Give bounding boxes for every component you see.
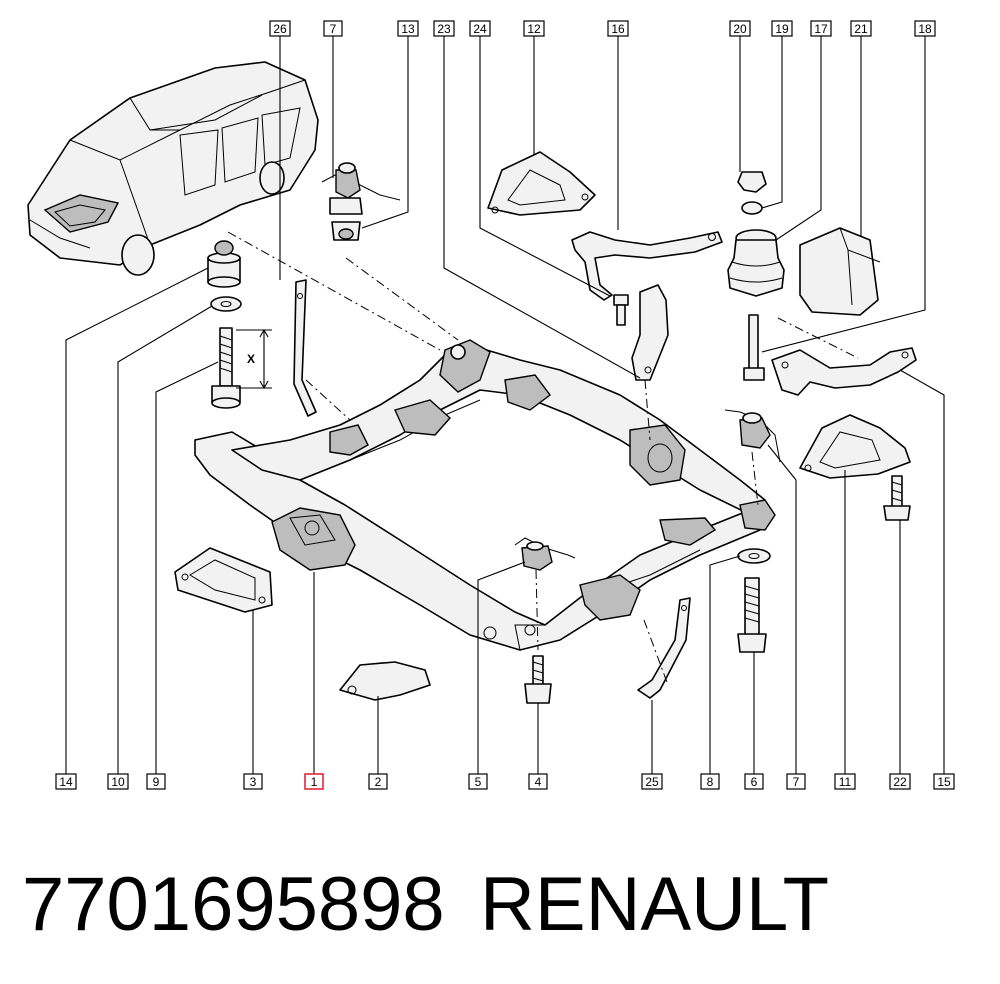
part-5-mount	[514, 537, 576, 571]
car-illustration	[27, 61, 319, 276]
part-9-bolt	[211, 327, 241, 409]
svg-text:3: 3	[250, 775, 257, 789]
part-2-bracket	[339, 661, 431, 701]
callout-11: 11	[834, 773, 856, 790]
callout-19: 19	[771, 20, 793, 37]
dimension-x-label: X	[247, 352, 255, 366]
part-10-washer	[210, 296, 242, 312]
part-3-plate	[174, 547, 273, 613]
part-26-strap	[293, 279, 317, 417]
svg-text:5: 5	[475, 775, 482, 789]
callout-7-bottom: 7	[786, 773, 806, 790]
part-8-washer	[737, 548, 771, 564]
svg-text:13: 13	[401, 22, 415, 36]
part-17-mount	[727, 229, 785, 297]
part-18-stud	[743, 314, 765, 381]
part-25-strap	[637, 597, 691, 699]
dimension-x: X	[236, 328, 272, 390]
callout-4: 4	[528, 773, 548, 790]
svg-text:6: 6	[751, 775, 758, 789]
svg-text:22: 22	[893, 775, 907, 789]
callout-5: 5	[468, 773, 488, 790]
svg-text:19: 19	[775, 22, 789, 36]
svg-text:24: 24	[473, 22, 487, 36]
callout-9: 9	[146, 773, 166, 790]
callout-17: 17	[810, 20, 832, 37]
svg-text:1: 1	[311, 775, 318, 789]
callout-1-highlighted: 1	[304, 773, 324, 790]
callout-8: 8	[700, 773, 720, 790]
svg-text:25: 25	[645, 775, 659, 789]
part-11-plate	[799, 414, 911, 479]
svg-text:11: 11	[839, 775, 852, 789]
svg-text:23: 23	[437, 22, 451, 36]
callout-10: 10	[107, 773, 129, 790]
callout-2: 2	[368, 773, 388, 790]
svg-text:12: 12	[527, 22, 541, 36]
part-19-washer	[741, 201, 763, 215]
svg-text:14: 14	[59, 775, 73, 789]
callout-21: 21	[850, 20, 872, 37]
svg-text:7: 7	[330, 22, 337, 36]
callout-15: 15	[933, 773, 955, 790]
svg-text:15: 15	[937, 775, 951, 789]
svg-text:16: 16	[611, 22, 625, 36]
callout-25: 25	[641, 773, 663, 790]
callout-16: 16	[607, 20, 629, 37]
part-7-right-mount	[724, 409, 781, 463]
svg-text:2: 2	[375, 775, 382, 789]
part-6-bolt	[737, 577, 767, 653]
callout-13: 13	[397, 20, 419, 37]
svg-text:8: 8	[707, 775, 714, 789]
subframe-part	[194, 339, 776, 651]
svg-text:18: 18	[918, 22, 932, 36]
part-13-bush	[331, 221, 361, 241]
svg-text:20: 20	[733, 22, 747, 36]
callout-7: 7	[323, 20, 343, 37]
part-14-bush	[207, 240, 241, 288]
part-number: 7701695898	[22, 862, 445, 947]
callout-20: 20	[729, 20, 751, 37]
callout-6: 6	[744, 773, 764, 790]
part-22-bolt	[883, 475, 911, 521]
callouts-top: 26 7 13 23 24 12 16 20 19 17 21 18	[269, 20, 936, 37]
brand-name: RENAULT	[480, 862, 830, 947]
callout-26: 26	[269, 20, 291, 37]
part-20-nut	[737, 171, 767, 193]
callout-23: 23	[433, 20, 455, 37]
callout-24: 24	[469, 20, 491, 37]
part-7-top-mount	[321, 162, 401, 215]
part-4-bolt	[524, 655, 552, 704]
svg-text:26: 26	[273, 22, 287, 36]
part-24-bolt	[613, 294, 629, 326]
svg-text:21: 21	[854, 22, 868, 36]
callout-12: 12	[523, 20, 545, 37]
callout-22: 22	[889, 773, 911, 790]
svg-text:4: 4	[535, 775, 542, 789]
callout-14: 14	[55, 773, 77, 790]
part-21-cover	[799, 227, 881, 316]
leader-lines	[65, 36, 945, 774]
svg-text:7: 7	[793, 775, 800, 789]
callouts-bottom: 14 10 9 3 1 2 5 4 25 8 6 7 11 22 15	[55, 773, 955, 790]
assembly-lines	[227, 231, 859, 686]
part-12-bracket	[487, 151, 596, 216]
svg-text:17: 17	[814, 22, 828, 36]
svg-text:10: 10	[111, 775, 125, 789]
part-15-bracket	[771, 347, 917, 396]
svg-text:9: 9	[153, 775, 160, 789]
callout-18: 18	[914, 20, 936, 37]
callout-3: 3	[243, 773, 263, 790]
part-23-bracket	[631, 284, 669, 381]
